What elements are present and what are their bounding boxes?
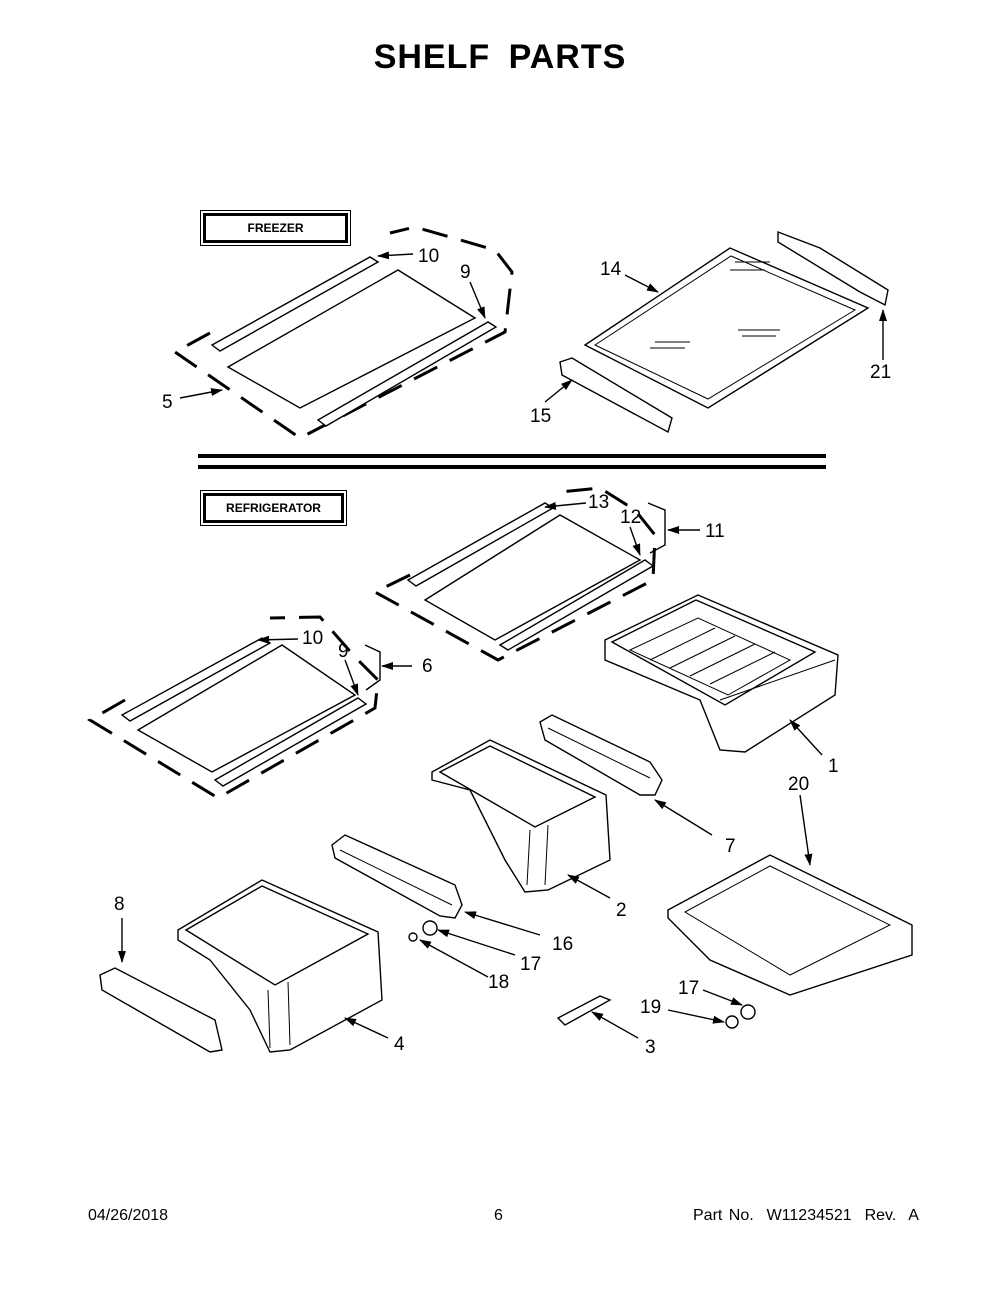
callout-7: 7	[725, 836, 736, 857]
callout-13: 13	[588, 492, 609, 513]
lower-front-trim	[120, 637, 272, 722]
section-divider	[198, 454, 826, 469]
callout-4: 4	[394, 1034, 405, 1055]
footer-page-number: 6	[494, 1207, 503, 1224]
callout-16: 16	[552, 934, 573, 955]
cover-bracket-small	[556, 995, 612, 1026]
deli-pan-slide	[539, 714, 663, 796]
refrigerator-lower-shelf-assembly	[87, 615, 381, 800]
callout-6: 6	[422, 656, 433, 677]
crisper-cover	[667, 854, 913, 996]
callout-15: 15	[530, 406, 551, 427]
callout-19: 19	[640, 997, 661, 1018]
callout-20: 20	[788, 774, 809, 795]
callout-leaders	[118, 251, 887, 1039]
crisper-drawer-upper	[431, 739, 611, 893]
freezer-rear-trim	[316, 321, 498, 427]
page-title: SHELF PARTS	[373, 38, 627, 76]
upper-rear-trim	[498, 559, 655, 651]
callout-5: 5	[162, 392, 173, 413]
right-shelf-bracket	[777, 230, 889, 307]
footer-part-number: Part No. W11234521 Rev. A	[693, 1207, 919, 1224]
freezer-front-trim	[210, 256, 380, 352]
callout-17-left: 17	[520, 954, 541, 975]
footer-date: 04/26/2018	[88, 1207, 169, 1224]
callout-14: 14	[600, 259, 622, 280]
freezer-shelf-assembly	[172, 225, 514, 440]
washer-and-screw-left	[408, 920, 438, 942]
callout-21: 21	[870, 362, 891, 383]
left-shelf-bracket	[559, 357, 673, 434]
freezer-section-label: FREEZER	[200, 210, 351, 246]
callout-3: 3	[645, 1037, 656, 1058]
freezer-glass-panel	[226, 269, 477, 409]
washer-and-screw-right	[725, 1004, 756, 1029]
callout-17-right: 17	[678, 978, 699, 999]
crisper-slide	[331, 834, 463, 919]
callout-18: 18	[488, 972, 509, 993]
crisper-drawer-lower	[177, 879, 383, 1053]
refrigerator-upper-shelf-assembly	[371, 486, 666, 662]
callout-11: 11	[705, 521, 725, 542]
lower-glass-panel	[136, 644, 357, 773]
callout-2: 2	[616, 900, 627, 921]
callout-9-freezer: 9	[460, 262, 471, 283]
callout-10-refrigerator: 10	[302, 628, 323, 649]
crisper-cover-support	[99, 967, 223, 1053]
callout-1: 1	[828, 756, 839, 777]
deli-pan	[604, 594, 839, 753]
upper-glass-panel	[423, 514, 642, 641]
callout-9-refrigerator: 9	[338, 641, 349, 662]
refrigerator-section-label: REFRIGERATOR	[200, 490, 347, 526]
freezer-glass-shelf	[559, 230, 889, 434]
callout-8: 8	[114, 894, 125, 915]
callout-12: 12	[620, 507, 641, 528]
lower-rear-trim	[213, 697, 368, 787]
callout-10-freezer: 10	[418, 246, 439, 267]
